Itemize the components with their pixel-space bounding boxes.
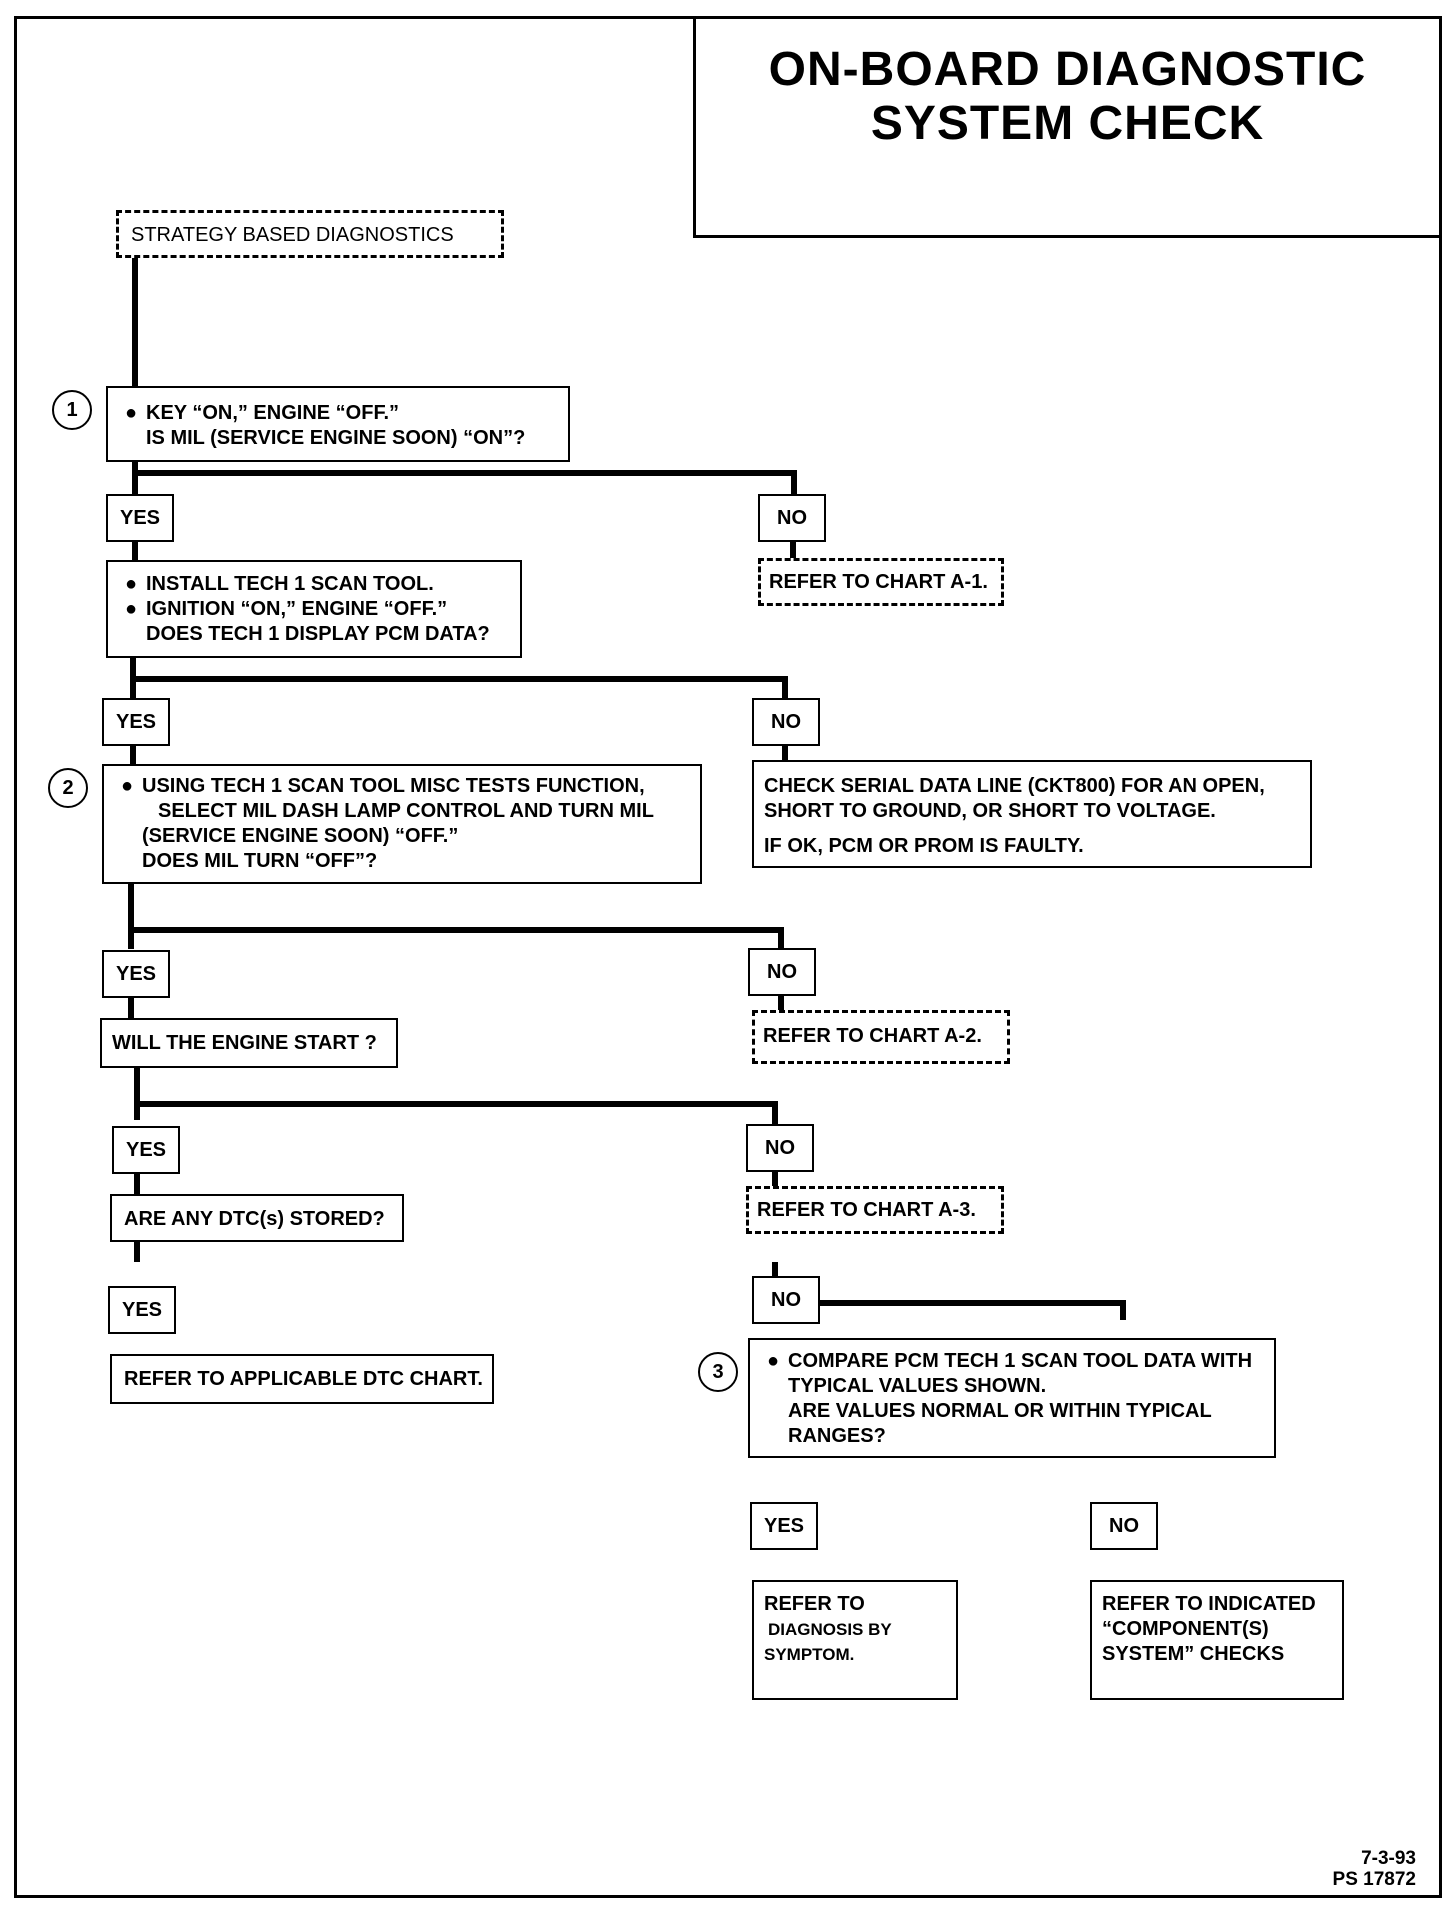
title-box: ON-BOARD DIAGNOSTIC SYSTEM CHECK bbox=[693, 16, 1442, 238]
bullet-icon: ● bbox=[120, 775, 134, 797]
q1-no-label: NO bbox=[758, 494, 826, 542]
footer-date: 7-3-93 bbox=[1361, 1848, 1416, 1869]
component-line-1: REFER TO INDICATED bbox=[1102, 1593, 1316, 1615]
connector bbox=[132, 460, 138, 495]
q2-no-result: CHECK SERIAL DATA LINE (CKT800) FOR AN O… bbox=[752, 760, 1312, 868]
component-line-3: SYSTEM” CHECKS bbox=[1102, 1643, 1285, 1665]
connector bbox=[134, 1240, 140, 1262]
engine-start-question: WILL THE ENGINE START ? bbox=[112, 1032, 377, 1054]
refer-chart-a2: REFER TO CHART A-2. bbox=[763, 1025, 982, 1047]
bullet-icon: ● bbox=[766, 1350, 780, 1372]
q4-no-label: NO bbox=[746, 1124, 814, 1172]
step-number-2: 2 bbox=[48, 768, 88, 808]
step-3-line-2: TYPICAL VALUES SHOWN. bbox=[788, 1375, 1047, 1397]
step-number-3: 3 bbox=[698, 1352, 738, 1392]
step-1-line-2: IS MIL (SERVICE ENGINE SOON) “ON”? bbox=[146, 427, 526, 449]
symptom-line-3: SYMPTOM. bbox=[764, 1645, 855, 1664]
step-3-line-3: ARE VALUES NORMAL OR WITHIN TYPICAL bbox=[788, 1400, 1212, 1422]
connector bbox=[778, 996, 784, 1012]
step-2-line-1: USING TECH 1 SCAN TOOL MISC TESTS FUNCTI… bbox=[142, 775, 645, 797]
serial-line-3: IF OK, PCM OR PROM IS FAULTY. bbox=[764, 835, 1084, 857]
connector bbox=[790, 540, 796, 560]
refer-chart-a1: REFER TO CHART A-1. bbox=[769, 571, 988, 593]
connector bbox=[128, 998, 134, 1020]
step-2-box: ● USING TECH 1 SCAN TOOL MISC TESTS FUNCT… bbox=[102, 764, 702, 884]
q1-no-result: REFER TO CHART A-1. bbox=[758, 558, 1004, 606]
tech1-line-2: IGNITION “ON,” ENGINE “OFF.” bbox=[146, 598, 448, 620]
footer-code: 7-3-93 PS 17872 bbox=[1333, 1848, 1416, 1890]
q6-no-label: NO bbox=[1090, 1502, 1158, 1550]
connector bbox=[1120, 1300, 1126, 1320]
step-3-box: ●COMPARE PCM TECH 1 SCAN TOOL DATA WITH … bbox=[748, 1338, 1276, 1458]
q1-yes-label: YES bbox=[106, 494, 174, 542]
connector bbox=[772, 1262, 778, 1284]
title-line-2: SYSTEM CHECK bbox=[870, 97, 1265, 150]
q5-yes-label: YES bbox=[108, 1286, 176, 1334]
q2-no-label: NO bbox=[752, 698, 820, 746]
connector bbox=[782, 744, 788, 768]
step-2-line-3: (SERVICE ENGINE SOON) “OFF.” bbox=[142, 825, 459, 847]
bullet-icon: ● bbox=[124, 598, 138, 620]
connector bbox=[134, 1170, 140, 1196]
connector bbox=[772, 1101, 778, 1126]
q4-yes-label: YES bbox=[112, 1126, 180, 1174]
tech1-box: ● INSTALL TECH 1 SCAN TOOL. ● IGNITION “ON… bbox=[106, 560, 522, 658]
tech1-line-1: INSTALL TECH 1 SCAN TOOL. bbox=[146, 573, 434, 595]
connector bbox=[782, 676, 788, 698]
dtc-question: ARE ANY DTC(s) STORED? bbox=[124, 1208, 385, 1230]
connector bbox=[778, 927, 784, 949]
q6-yes-result: REFER TO DIAGNOSIS BY SYMPTOM. bbox=[752, 1580, 958, 1700]
q6-no-result: REFER TO INDICATED “COMPONENT(S) SYSTEM”… bbox=[1090, 1580, 1344, 1700]
q5-no-label: NO bbox=[752, 1276, 820, 1324]
component-line-2: “COMPONENT(S) bbox=[1102, 1618, 1269, 1640]
connector bbox=[130, 676, 788, 682]
step-1-line-1: KEY “ON,” ENGINE “OFF.” bbox=[146, 402, 399, 424]
bullet-icon: ● bbox=[124, 402, 138, 424]
step-2-line-4: DOES MIL TURN “OFF”? bbox=[142, 850, 378, 872]
step-1-box: ● KEY “ON,” ENGINE “OFF.” IS MIL (SERVICE… bbox=[106, 386, 570, 462]
connector bbox=[128, 883, 134, 949]
refer-dtc-chart: REFER TO APPLICABLE DTC CHART. bbox=[124, 1368, 483, 1390]
symptom-line-2: DIAGNOSIS BY bbox=[768, 1620, 892, 1639]
engine-start-box: WILL THE ENGINE START ? bbox=[100, 1018, 398, 1068]
step-number-1: 1 bbox=[52, 390, 92, 430]
serial-line-1: CHECK SERIAL DATA LINE (CKT800) FOR AN O… bbox=[764, 775, 1265, 797]
tech1-line-3: DOES TECH 1 DISPLAY PCM DATA? bbox=[146, 623, 490, 645]
connector bbox=[134, 1066, 140, 1120]
step-3-line-1: COMPARE PCM TECH 1 SCAN TOOL DATA WITH bbox=[788, 1350, 1253, 1372]
refer-chart-a3: REFER TO CHART A-3. bbox=[757, 1199, 976, 1221]
q4-no-result: REFER TO CHART A-3. bbox=[746, 1186, 1004, 1234]
connector bbox=[132, 256, 138, 394]
connector bbox=[791, 470, 797, 495]
q5-yes-result: REFER TO APPLICABLE DTC CHART. bbox=[110, 1354, 494, 1404]
connector bbox=[778, 1300, 1126, 1306]
serial-line-2: SHORT TO GROUND, OR SHORT TO VOLTAGE. bbox=[764, 800, 1216, 822]
q3-yes-label: YES bbox=[102, 950, 170, 998]
q2-yes-label: YES bbox=[102, 698, 170, 746]
bullet-icon: ● bbox=[124, 573, 138, 595]
connector bbox=[772, 1170, 778, 1186]
start-label: STRATEGY BASED DIAGNOSTICS bbox=[131, 224, 454, 246]
start-box: STRATEGY BASED DIAGNOSTICS bbox=[116, 210, 504, 258]
step-3-line-4: RANGES? bbox=[788, 1425, 886, 1447]
q3-no-result: REFER TO CHART A-2. bbox=[752, 1010, 1010, 1064]
connector bbox=[128, 927, 784, 933]
step-2-line-2: SELECT MIL DASH LAMP CONTROL AND TURN MI… bbox=[158, 800, 654, 822]
footer-code-number: PS 17872 bbox=[1332, 1869, 1416, 1890]
dtc-box: ARE ANY DTC(s) STORED? bbox=[110, 1194, 404, 1242]
connector bbox=[134, 1101, 778, 1107]
q6-yes-label: YES bbox=[750, 1502, 818, 1550]
connector bbox=[130, 746, 136, 772]
symptom-line-1: REFER TO bbox=[764, 1593, 865, 1615]
connector bbox=[132, 540, 138, 562]
connector bbox=[132, 470, 797, 476]
q3-no-label: NO bbox=[748, 948, 816, 996]
title-line-1: ON-BOARD DIAGNOSTIC bbox=[768, 43, 1367, 96]
